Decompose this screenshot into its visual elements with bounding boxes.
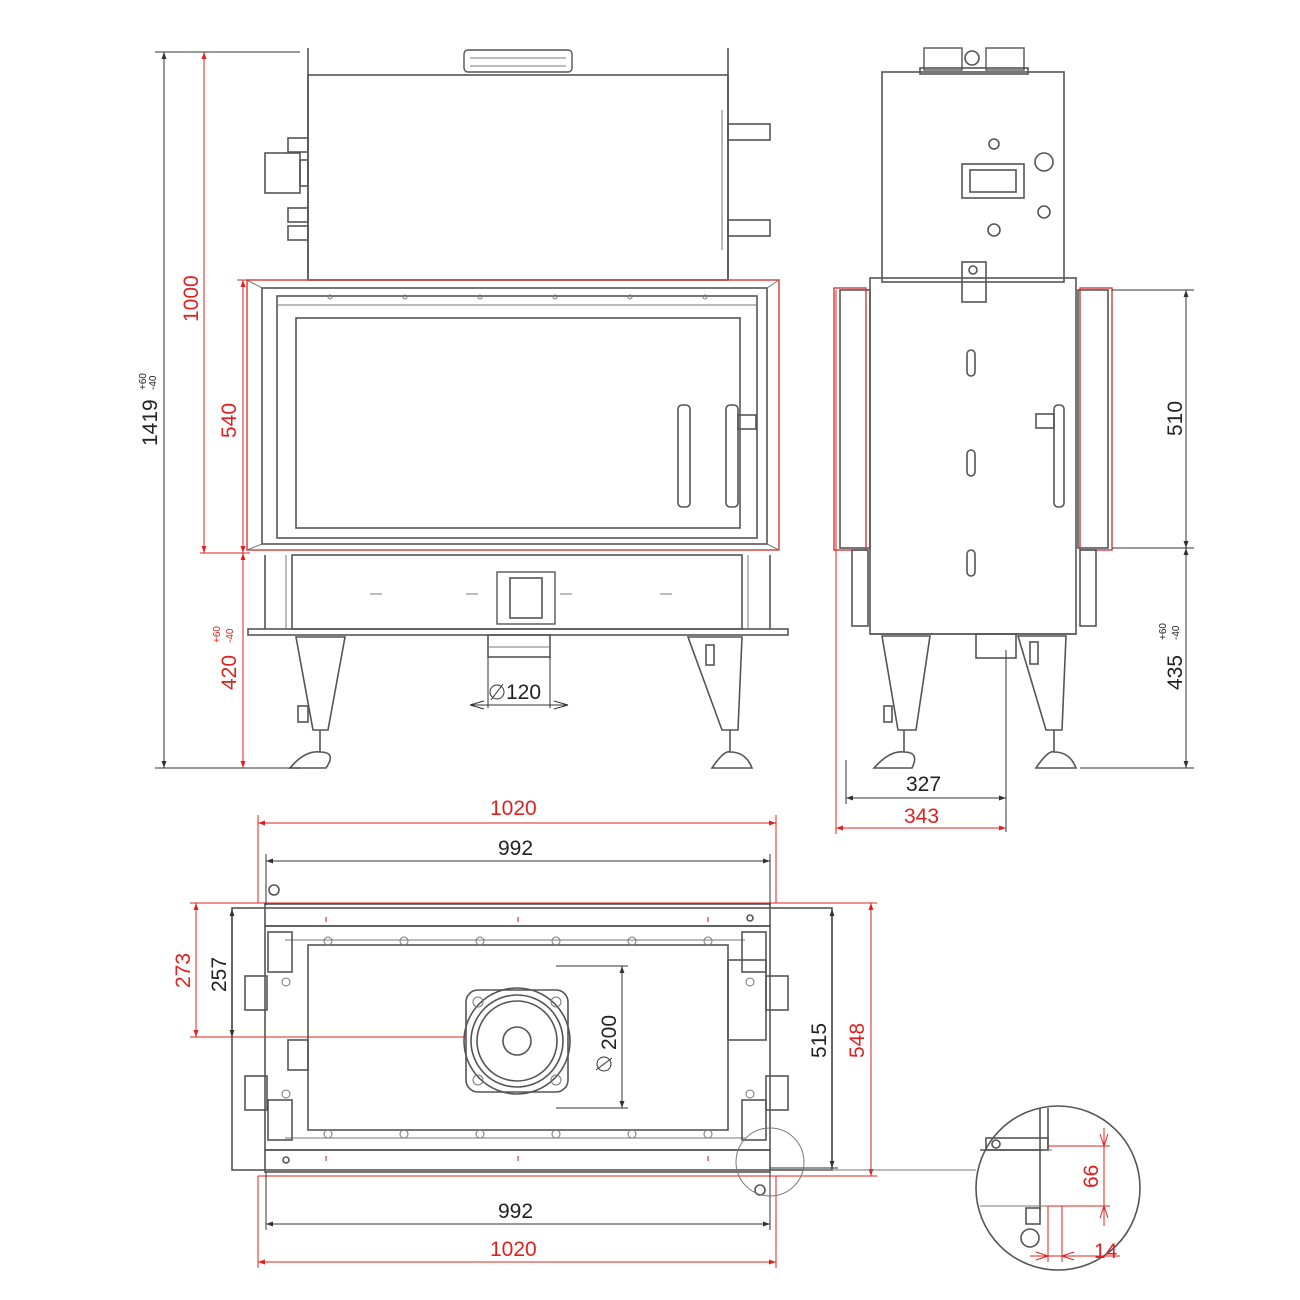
- front-height-body: 1000: [180, 275, 203, 322]
- front-height-legs-tol-plus: +60: [212, 626, 223, 643]
- top-width-inner-bottom: 992: [498, 1200, 533, 1223]
- top-flue-diameter: 200: [598, 1015, 621, 1050]
- top-width-outer-top: 1020: [490, 797, 537, 820]
- top-width-inner-top: 992: [498, 837, 533, 860]
- front-outlet-diameter: 120: [506, 681, 541, 704]
- side-height-opening: 510: [1164, 401, 1187, 436]
- top-view: 1020 992 992 1020 273 257 515 548 200: [172, 797, 976, 1268]
- top-offset-outer: 273: [172, 953, 195, 988]
- front-height-total-tol-plus: +60: [138, 373, 149, 390]
- top-offset-inner: 257: [208, 957, 231, 992]
- top-depth-outer: 548: [846, 1023, 869, 1058]
- front-height-total: 1419: [139, 399, 162, 446]
- side-view: 510 435 +60 -40 327 343: [833, 47, 1194, 834]
- top-depth-inner: 515: [808, 1023, 831, 1058]
- side-depth-outer: 343: [904, 805, 939, 828]
- detail-height: 66: [1080, 1165, 1103, 1188]
- top-width-outer-bottom: 1020: [490, 1238, 537, 1261]
- flue-collar: [463, 987, 571, 1095]
- detail-view: 66 14: [975, 1105, 1141, 1271]
- front-height-legs-tol-minus: -40: [225, 628, 236, 643]
- red-marks: [325, 917, 709, 1161]
- front-height-total-tol-minus: -40: [148, 375, 159, 390]
- front-height-opening: 540: [218, 403, 241, 438]
- frame-rivets: [327, 294, 708, 300]
- front-view: 1419 +60 -40 1000 540 420 +60 -40 120: [138, 48, 789, 769]
- detail-width: 14: [1094, 1240, 1118, 1263]
- front-height-legs: 420: [218, 655, 241, 690]
- top-bolts: [281, 936, 755, 1139]
- side-height-legs-tol-plus: +60: [1158, 623, 1169, 640]
- side-depth-inner: 327: [906, 773, 941, 796]
- side-height-legs-tol-minus: -40: [1171, 625, 1182, 640]
- side-height-legs: 435: [1164, 655, 1187, 690]
